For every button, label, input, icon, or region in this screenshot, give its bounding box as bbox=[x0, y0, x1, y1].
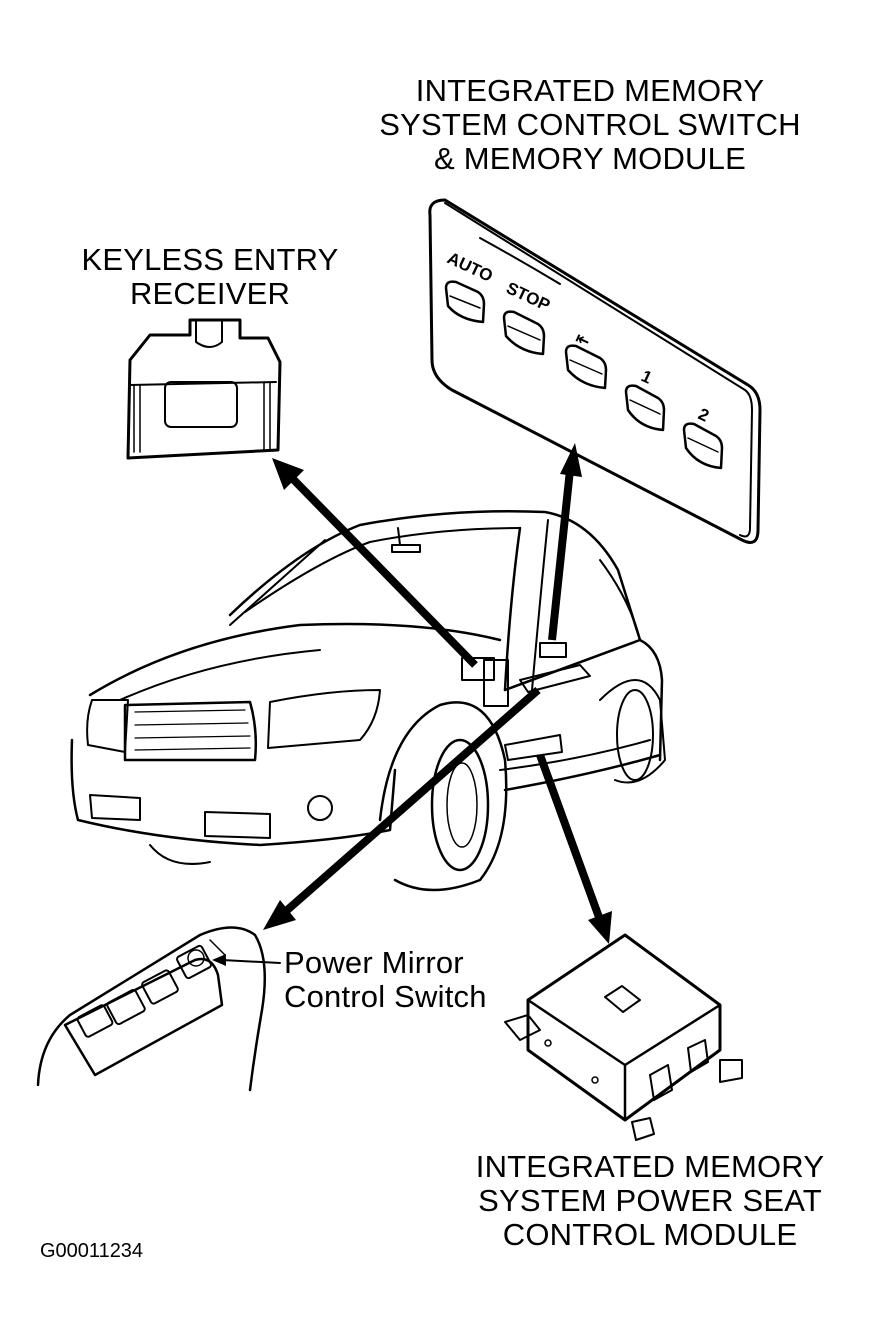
button-2-label: 2 bbox=[695, 404, 712, 425]
arrow-head-keyless bbox=[272, 458, 304, 490]
seat-module-label: INTEGRATED MEMORY SYSTEM POWER SEAT CONT… bbox=[440, 1150, 860, 1252]
arrow-to-mirror-switch bbox=[282, 686, 541, 916]
button-1-label: 1 bbox=[638, 366, 655, 387]
arrow-to-memory-switch bbox=[548, 469, 574, 641]
memory-switch-panel-icon bbox=[428, 198, 762, 544]
keyless-entry-label-line1: KEYLESS ENTRY bbox=[81, 242, 339, 277]
seat-control-module-icon bbox=[504, 933, 743, 1141]
memory-switch-label-line2: SYSTEM CONTROL SWITCH bbox=[379, 107, 801, 142]
arrow-heads bbox=[263, 443, 612, 944]
power-mirror-switch-icon bbox=[36, 926, 267, 1092]
pointer-arrow-icon bbox=[212, 954, 281, 966]
keyless-entry-label: KEYLESS ENTRY RECEIVER bbox=[60, 243, 360, 311]
figure-code: G00011234 bbox=[40, 1240, 144, 1262]
arrow-head-memory bbox=[560, 443, 582, 477]
arrow-head-mirror bbox=[263, 900, 296, 930]
seat-module-label-line1: INTEGRATED MEMORY bbox=[475, 1149, 825, 1184]
seat-module-label-line2: SYSTEM POWER SEAT bbox=[478, 1183, 822, 1218]
memory-switch-label-line3: & MEMORY MODULE bbox=[434, 141, 746, 176]
button-stop-label: STOP bbox=[503, 278, 553, 315]
memory-switch-label: INTEGRATED MEMORY SYSTEM CONTROL SWITCH … bbox=[360, 74, 820, 176]
car-illustration-icon bbox=[70, 510, 666, 892]
seat-module-label-line3: CONTROL MODULE bbox=[502, 1217, 798, 1252]
button-auto-label: AUTO bbox=[444, 248, 495, 285]
arrow-head-seat bbox=[588, 911, 612, 944]
arrow-to-keyless-receiver bbox=[289, 475, 478, 668]
leader-arrows bbox=[282, 469, 604, 922]
button-set-label: ⇤ bbox=[572, 328, 593, 351]
memory-switch-label-line1: INTEGRATED MEMORY bbox=[415, 73, 765, 108]
power-mirror-label-line2: Control Switch bbox=[284, 979, 487, 1014]
arrow-to-seat-module bbox=[536, 753, 604, 922]
keyless-entry-label-line2: RECEIVER bbox=[129, 276, 291, 311]
power-mirror-label: Power Mirror Control Switch bbox=[284, 946, 487, 1014]
keyless-entry-receiver-icon bbox=[126, 318, 282, 460]
power-mirror-label-line1: Power Mirror bbox=[284, 945, 464, 980]
